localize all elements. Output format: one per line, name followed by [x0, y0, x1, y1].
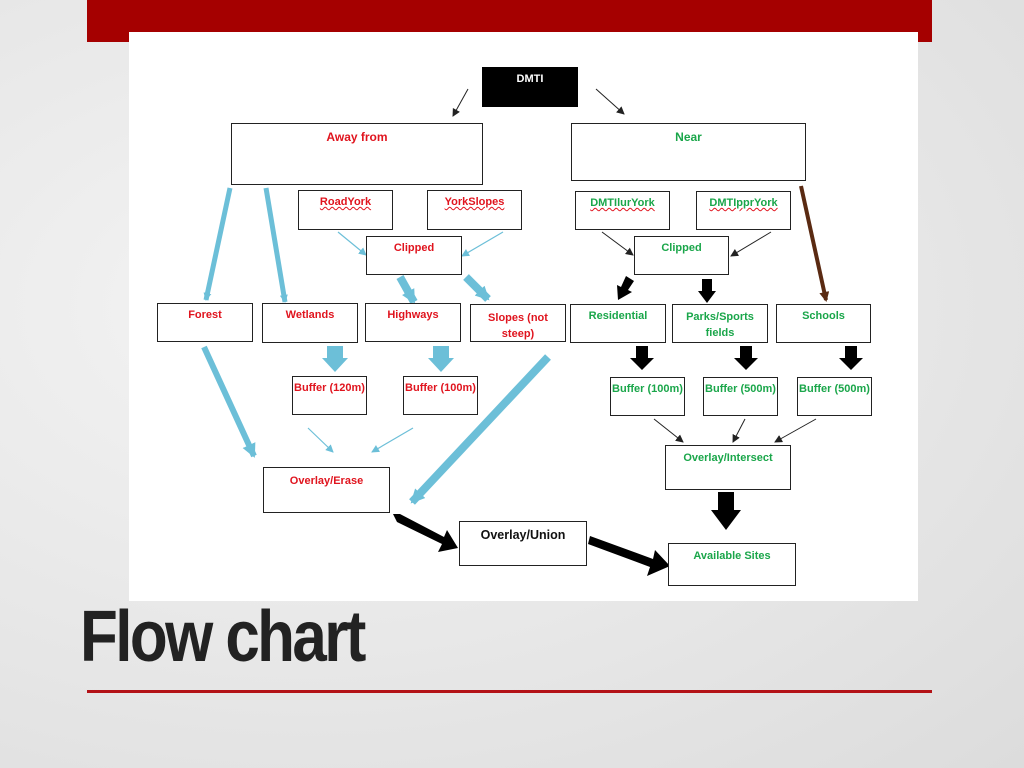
node-slopes: Slopes (not steep)	[470, 304, 566, 342]
node-buffer-500-schools: Buffer (500m)	[797, 377, 872, 416]
arrow-clipped-slopes	[463, 274, 491, 302]
arrow-clipped-residential	[617, 276, 634, 300]
arrow-buffer-res-intersect	[653, 418, 684, 443]
arrow-forest-erase	[201, 345, 257, 458]
node-wetlands: Wetlands	[262, 303, 358, 343]
arrow-clipped-parks	[698, 279, 716, 303]
arrow-buffer100-erase	[371, 427, 414, 453]
node-away-from: Away from	[231, 123, 483, 185]
node-clipped-left: Clipped	[366, 236, 462, 275]
arrow-union-available	[588, 536, 670, 576]
dmtipprYork-label: DMTIpprYork	[709, 197, 778, 209]
arrow-near-schools	[799, 185, 830, 302]
arrow-buffer-parks-intersect	[732, 418, 746, 443]
arrow-roadyork-clipped	[337, 231, 367, 256]
arrow-erase-union	[393, 514, 458, 552]
dmtilurYork-label: DMTIlurYork	[590, 197, 655, 209]
node-clipped-right: Clipped	[634, 236, 729, 275]
arrow-residential-buffer	[630, 346, 654, 370]
arrow-clipped-highways	[396, 275, 418, 304]
node-buffer-120: Buffer (120m)	[292, 376, 367, 415]
roadyork-label: RoadYork	[319, 196, 372, 208]
arrow-dmtippr-clipped	[730, 231, 772, 257]
node-roadyork: RoadYork	[298, 190, 393, 230]
arrow-intersect-available	[711, 492, 741, 530]
node-highways: Highways	[365, 303, 461, 342]
title-underline-rule	[87, 690, 932, 693]
node-buffer-100-left: Buffer (100m)	[403, 376, 478, 415]
arrow-dmti-away	[452, 88, 469, 117]
node-overlay-intersect: Overlay/Intersect	[665, 445, 791, 490]
arrow-yorkslopes-clipped	[461, 231, 504, 257]
node-forest: Forest	[157, 303, 253, 342]
arrow-buffer120-erase	[307, 427, 334, 453]
arrow-schools-buffer	[839, 346, 863, 370]
arrow-away-forest	[203, 187, 233, 301]
arrow-buffer-schools-intersect	[774, 418, 817, 443]
arrow-parks-buffer	[734, 346, 758, 370]
arrow-dmti-near	[595, 88, 625, 115]
node-dmtilurYork: DMTIlurYork	[575, 191, 670, 230]
node-buffer-100-right: Buffer (100m)	[610, 377, 685, 416]
arrow-wetlands-buffer	[322, 346, 348, 372]
node-buffer-500-parks: Buffer (500m)	[703, 377, 778, 416]
arrow-highways-buffer	[428, 346, 454, 372]
arrow-away-wetlands	[263, 187, 288, 303]
node-yorkslopes: YorkSlopes	[427, 190, 522, 230]
node-overlay-union: Overlay/Union	[459, 521, 587, 566]
node-near: Near	[571, 123, 806, 181]
node-available-sites: Available Sites	[668, 543, 796, 586]
node-residential: Residential	[570, 304, 666, 343]
node-parks: Parks/Sports fields	[672, 304, 768, 343]
node-dmtipprYork: DMTIpprYork	[696, 191, 791, 230]
slide-title: Flow chart	[80, 597, 366, 677]
node-dmti: DMTI	[482, 67, 578, 107]
yorkslopes-label: YorkSlopes	[444, 196, 505, 208]
node-overlay-erase: Overlay/Erase	[263, 467, 390, 513]
node-schools: Schools	[776, 304, 871, 343]
arrow-slopes-union	[409, 354, 551, 505]
arrow-dmtilur-clipped	[601, 231, 634, 256]
